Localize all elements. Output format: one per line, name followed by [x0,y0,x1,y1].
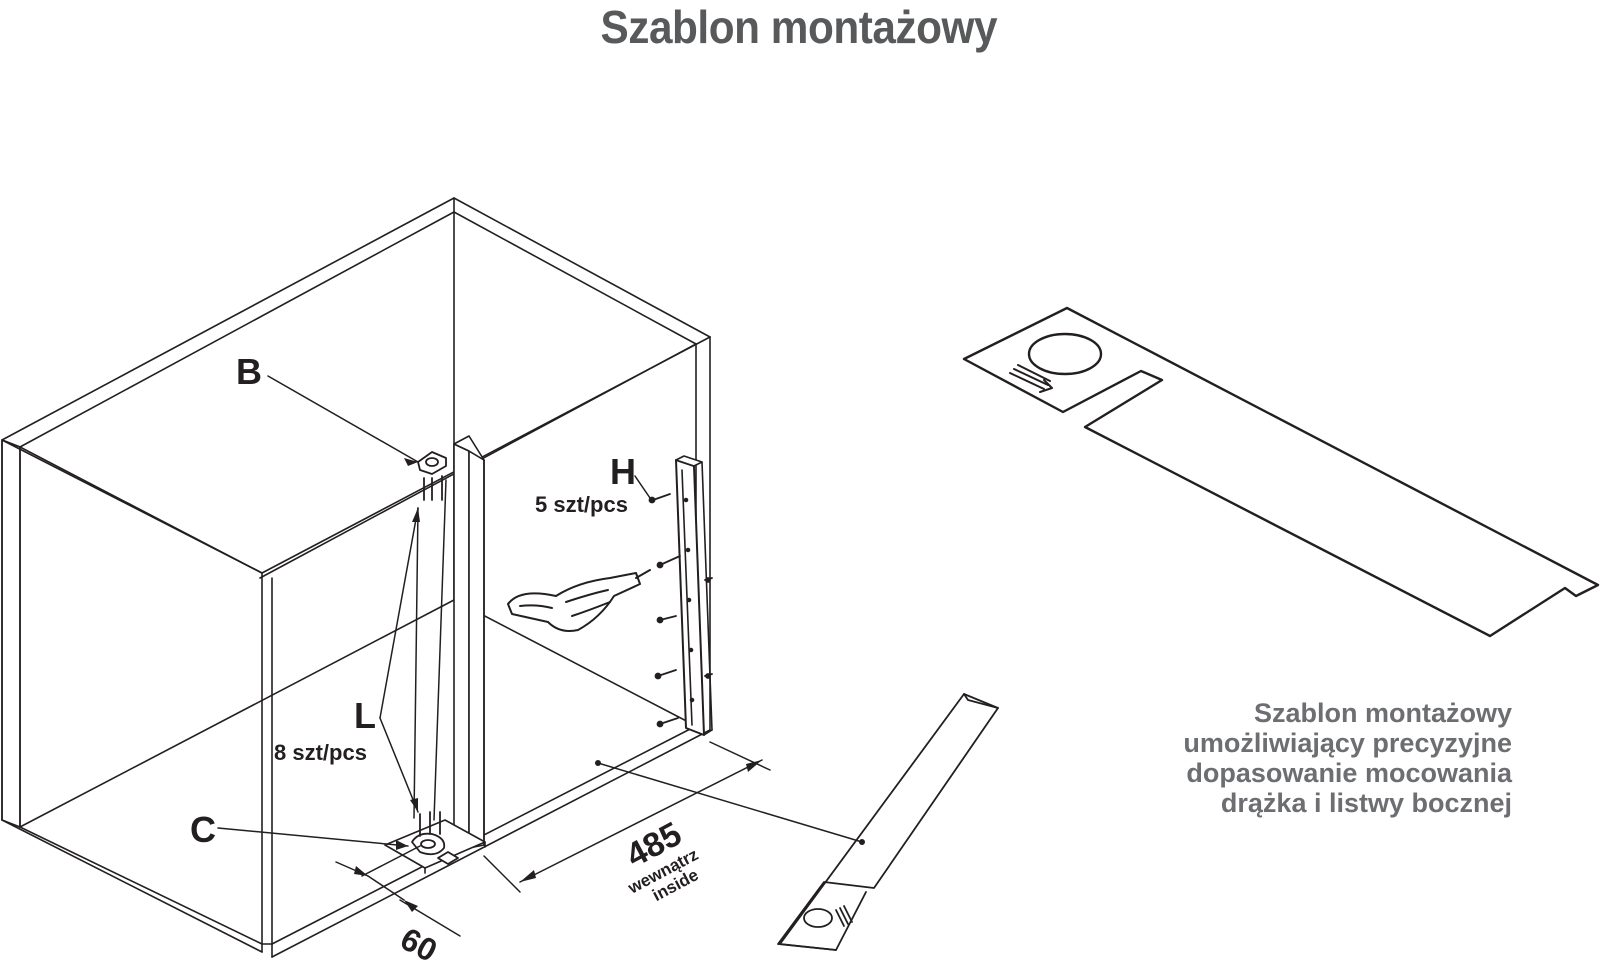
dimension-60: 60 [395,920,443,968]
side-strip [453,435,485,849]
rail [675,455,713,736]
bottom-bracket [411,811,459,865]
description-line: umożliwiający precyzyjne [1183,728,1512,758]
label-c: C [190,809,216,850]
label-l: L [354,695,376,736]
label-h: H [610,451,636,492]
label-h-quantity: 5 szt/pcs [535,492,628,517]
description-line: drążka i listwy bocznej [1220,788,1512,818]
leader-lines [217,375,863,847]
screwdriver-icon [507,569,651,632]
template-description: Szablon montażowy umożliwiający precyzyj… [1183,698,1512,818]
template-large [962,306,1600,638]
description-line: dopasowanie mocowania [1186,758,1512,788]
label-l-quantity: 8 szt/pcs [274,740,367,765]
description-line: Szablon montażowy [1253,698,1512,728]
top-bracket [417,451,447,501]
cabinet-outline [1,197,711,958]
page-title: Szablon montażowy [600,1,998,53]
template-small [777,693,999,951]
rail-screws [648,493,713,728]
label-b: B [236,351,262,392]
